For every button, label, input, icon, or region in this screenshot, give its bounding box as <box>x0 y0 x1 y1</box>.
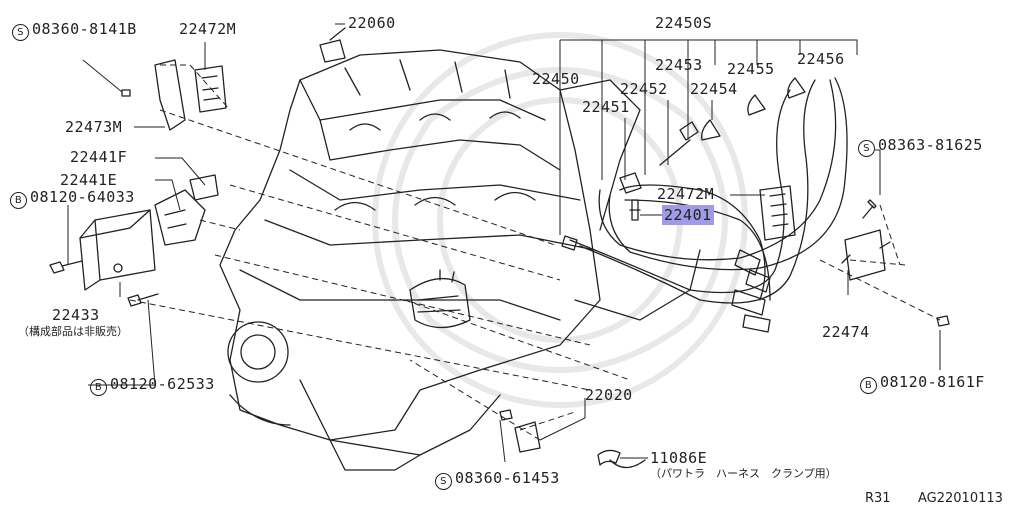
spark-plug <box>629 199 641 221</box>
bolts <box>127 293 950 327</box>
part-label-22473M: 22473M <box>65 118 123 136</box>
footer-model: R31 <box>865 491 891 506</box>
part-note-11086E: （パワトラ ハーネス クランプ用） <box>650 467 837 480</box>
b-prefix-mark: B <box>90 379 107 396</box>
highlighted-part-number: 22401 <box>662 205 714 225</box>
part-label-22020: 22020 <box>585 386 633 404</box>
part-label-22450: 22450 <box>532 70 580 88</box>
part-label-22453: 22453 <box>655 56 703 74</box>
part-label-22472M-top: 22472M <box>179 20 237 38</box>
b-prefix-mark: B <box>10 192 27 209</box>
coil-bracket <box>154 174 219 246</box>
part-label-22454: 22454 <box>690 80 738 98</box>
coil-bracket-top <box>121 59 227 131</box>
part-label-22472M-mid: 22472M <box>657 185 715 203</box>
b-prefix-mark: B <box>860 377 877 394</box>
crank-angle-sensor <box>499 409 541 453</box>
part-label-22441F: 22441F <box>70 148 128 166</box>
bracket-22474 <box>841 199 891 281</box>
leader-lines <box>67 23 941 463</box>
part-label-22060: 22060 <box>348 14 396 32</box>
s-prefix-mark: S <box>12 24 29 41</box>
coil-module-right <box>759 185 796 241</box>
part-label-22401: 22401 <box>662 205 714 225</box>
part-label-22452: 22452 <box>620 80 668 98</box>
engine-block <box>219 49 701 471</box>
s-prefix-mark: S <box>435 473 452 490</box>
s-prefix-mark: S <box>858 140 875 157</box>
part-label-22456: 22456 <box>797 50 845 68</box>
part-label-11086E: 11086E <box>650 449 708 467</box>
ignition-coil <box>49 209 156 291</box>
dashed-assembly-lines <box>129 64 941 441</box>
ignition-wires <box>561 77 848 333</box>
part-label-22433: 22433 <box>52 306 100 324</box>
part-label-22474: 22474 <box>822 323 870 341</box>
part-label-22455: 22455 <box>727 60 775 78</box>
part-label-22451: 22451 <box>582 98 630 116</box>
part-label-22441E: 22441E <box>60 171 118 189</box>
footer-diagram-code: AG22010113 <box>918 491 1003 506</box>
harness-clamp <box>597 449 646 469</box>
part-label-22450S: 22450S <box>655 14 713 32</box>
part-note-22433: （構成部品は非販売） <box>18 325 128 338</box>
temp-sensor <box>319 27 346 63</box>
